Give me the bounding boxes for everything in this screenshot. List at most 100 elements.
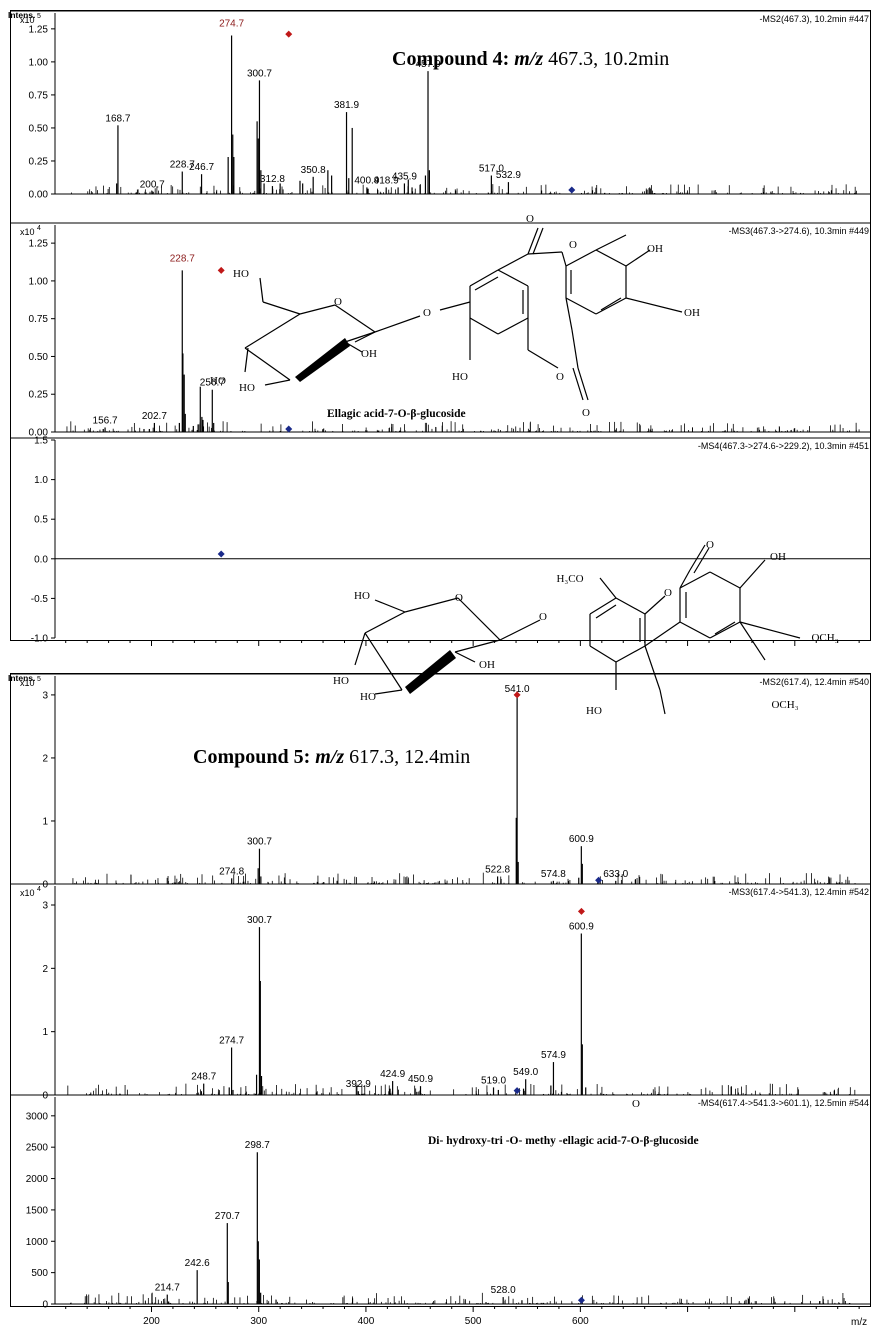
peak-label: 156.7 — [93, 415, 118, 426]
y-tick-label: 1.0 — [34, 475, 48, 486]
bond — [532, 227, 544, 255]
y-tick-label: 0.50 — [29, 123, 49, 134]
peak-label: 528.0 — [491, 1285, 516, 1296]
y-tick-label: 0.75 — [29, 314, 49, 325]
atom-label: O — [569, 239, 577, 251]
y-tick-label: 2 — [42, 753, 48, 764]
intens-label-c4: Intens. — [8, 10, 35, 20]
peak-label: 242.6 — [185, 1258, 210, 1269]
bond — [625, 297, 683, 313]
compound-4-frame: Intens. — [8, 10, 35, 20]
y-exponent-label: x10 — [20, 678, 35, 688]
y-tick-label: -0.5 — [31, 594, 49, 605]
y-tick-label: -1.0 — [31, 634, 49, 645]
y-tick-label: 1.25 — [29, 24, 49, 35]
bond — [259, 277, 264, 303]
bond — [589, 645, 617, 663]
precursor-marker — [513, 1087, 521, 1095]
atom-label: HO — [452, 371, 468, 383]
bond — [354, 632, 366, 666]
peak-label: 168.7 — [105, 113, 130, 124]
bond — [577, 367, 589, 401]
parent-ion-marker — [513, 691, 521, 699]
bond — [644, 645, 661, 691]
bond — [457, 597, 501, 641]
x-tick-label: 600 — [572, 1316, 589, 1327]
bond — [469, 317, 499, 335]
bond — [739, 621, 801, 639]
y-tick-label: 1 — [42, 816, 48, 827]
noise-peaks — [72, 872, 856, 884]
x-tick-label: 500 — [465, 1316, 482, 1327]
x-tick-label: 300 — [250, 1316, 267, 1327]
structure-name: Ellagic acid-7-O-β-glucoside — [327, 408, 466, 420]
bond — [497, 253, 529, 271]
atom-label: HO — [210, 375, 226, 387]
peak-label: 519.0 — [481, 1075, 506, 1086]
bond — [527, 227, 539, 255]
scan-header: -MS2(467.3), 10.2min #447 — [759, 14, 869, 24]
peak-label: 600.9 — [569, 834, 594, 845]
y-exponent-label: x10 — [20, 227, 35, 237]
parent-ion-marker — [577, 907, 585, 915]
compound-label: Compound 5: m/z 617.3, 12.4min — [193, 746, 470, 768]
y-tick-label: 1 — [42, 1027, 48, 1038]
peak-label: 256.7 — [200, 378, 225, 389]
bond — [625, 249, 651, 267]
bond — [454, 639, 501, 653]
atom-label: OCH₃ — [771, 699, 798, 711]
bond — [262, 301, 301, 315]
peak-label: 517.0 — [479, 164, 504, 175]
y-tick-label: 0 — [42, 880, 48, 891]
bond — [374, 689, 403, 695]
peak-label: 274.7 — [219, 18, 244, 29]
bond — [679, 621, 711, 639]
y-tick-label: 1.00 — [29, 57, 49, 68]
x-axis-label: m/z — [851, 1317, 867, 1328]
bond — [565, 297, 597, 315]
peak-label: 424.9 — [380, 1069, 405, 1080]
y-tick-label: 0.50 — [29, 352, 49, 363]
bond — [299, 304, 336, 315]
bond — [739, 559, 766, 589]
peak-label: 600.9 — [569, 922, 594, 933]
atom-label: OH — [361, 348, 377, 360]
peak-label: 350.8 — [301, 165, 326, 176]
bond — [499, 619, 541, 641]
bond — [595, 604, 617, 619]
y-tick-label: 3 — [42, 690, 48, 701]
bond — [344, 341, 363, 353]
bond — [709, 621, 741, 639]
peak-label: 522.8 — [485, 864, 510, 875]
bond — [739, 621, 766, 661]
y-tick-label: 0.0 — [34, 554, 48, 565]
y-tick-label: 0 — [42, 1091, 48, 1102]
atom-label: O — [664, 587, 672, 599]
peak-label: 300.7 — [247, 837, 272, 848]
bond — [244, 313, 301, 349]
structure-name: Di- hydroxy-tri -O- methy -ellagic acid-… — [428, 1135, 699, 1147]
y-tick-label: 0.00 — [29, 190, 49, 201]
y-exponent-power: 5 — [37, 676, 41, 683]
scan-header: -MS3(467.3->274.6), 10.3min #449 — [729, 226, 869, 236]
bond — [571, 329, 579, 369]
bond — [693, 547, 710, 574]
bond — [599, 577, 617, 599]
parent-ion-marker — [285, 30, 293, 38]
wedge-bond — [295, 338, 350, 382]
bond — [644, 595, 666, 615]
bond — [689, 544, 706, 571]
atom-label: H₃CO — [556, 573, 583, 585]
bond — [454, 651, 476, 663]
atom-label: O — [632, 1098, 640, 1110]
bond — [659, 689, 666, 715]
y-tick-label: 1.00 — [29, 276, 49, 287]
peak-label: 633.0 — [603, 869, 628, 880]
wedge-bond — [405, 650, 456, 694]
atom-label: O — [423, 307, 431, 319]
precursor-marker — [285, 425, 293, 433]
panel-c5-ms4: 050010001500200025003000-MS4(617.4->541.… — [11, 1094, 871, 1311]
y-tick-label: 0 — [42, 1300, 48, 1311]
